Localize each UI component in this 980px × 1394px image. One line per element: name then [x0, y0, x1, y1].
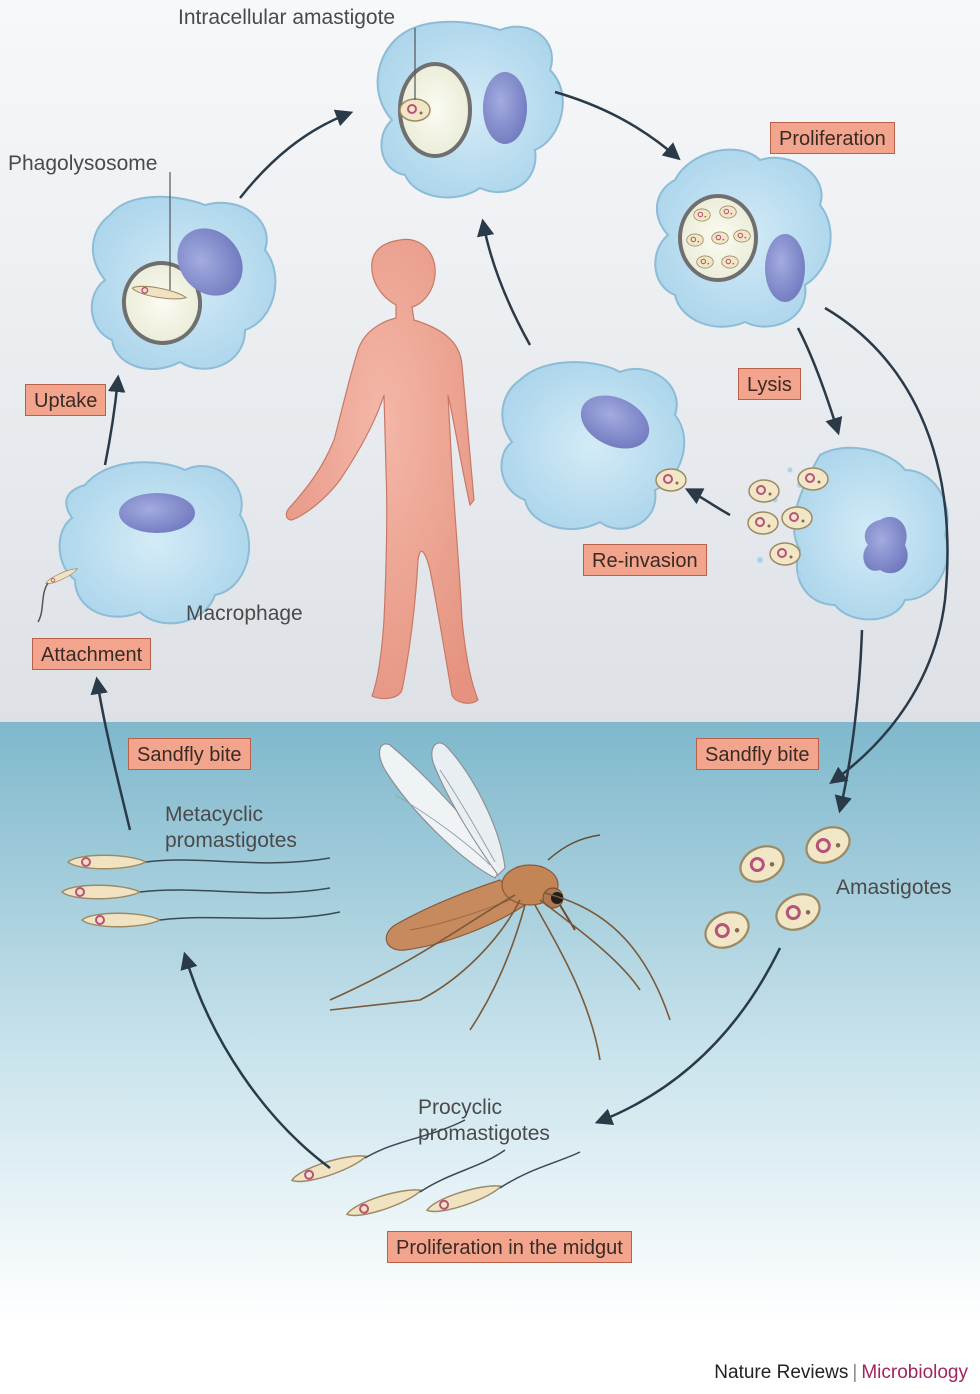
macrophage-cell-icon [58, 461, 250, 625]
metacyclic-label-line2: promastigotes [165, 829, 297, 852]
procyclic-label-line1: Procyclic [418, 1096, 503, 1119]
nucleus-icon [483, 72, 527, 144]
reinvasion-stage-box: Re-invasion [583, 544, 707, 576]
procyclic-label-line2: promastigotes [418, 1122, 550, 1145]
journal-credit: Nature Reviews|Microbiology [714, 1362, 968, 1384]
lysis-stage-box: Lysis [738, 368, 801, 400]
proliferation-stage-box: Proliferation [770, 122, 895, 154]
nucleus-icon [580, 395, 650, 449]
macrophage-cell-icon [500, 361, 686, 530]
journal-name: Microbiology [861, 1362, 968, 1383]
metacyclic-label-line1: Metacyclic [165, 803, 264, 826]
intracellular-amastigote-label: Intracellular amastigote [178, 6, 396, 29]
nucleus-icon [177, 228, 243, 296]
phagolysosome-icon [121, 261, 203, 345]
uptake-stage-box: Uptake [25, 384, 107, 416]
lysed-macrophage-icon [757, 446, 949, 621]
macrophage-label: Macrophage [186, 602, 303, 625]
amastigote-icon [655, 468, 687, 492]
human-figure-icon [285, 238, 479, 704]
metacyclic-promastigotes-icon [61, 854, 341, 928]
cycle-arrows [90, 90, 949, 1170]
nucleus-icon [119, 493, 195, 533]
nucleus-icon [765, 234, 805, 302]
publisher-name: Nature Reviews [714, 1362, 849, 1383]
proliferation-midgut-box: Proliferation in the midgut [387, 1231, 632, 1263]
sandfly-icon [329, 742, 671, 1061]
amastigotes-label: Amastigotes [836, 876, 952, 899]
phagolysosome-label: Phagolysosome [8, 152, 158, 175]
attachment-stage-box: Attachment [32, 638, 152, 670]
procyclic-promastigotes-icon [288, 1119, 581, 1222]
sandfly-bite-left-box: Sandfly bite [128, 738, 251, 770]
sandfly-bite-right-box: Sandfly bite [696, 738, 819, 770]
amastigote-icon [399, 98, 431, 122]
flagellum [37, 582, 49, 623]
credit-separator: | [852, 1362, 858, 1383]
